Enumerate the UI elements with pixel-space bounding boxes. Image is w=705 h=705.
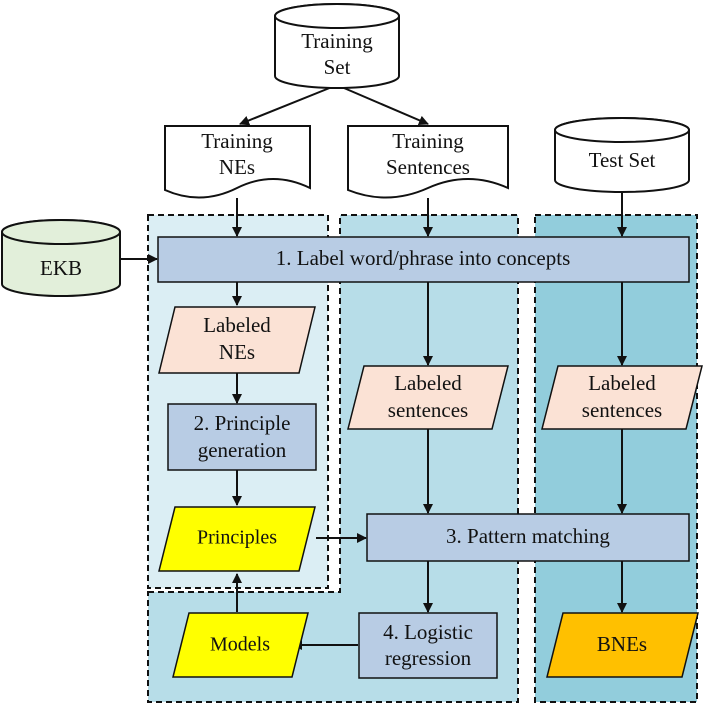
labeled-nes-shape [158, 306, 316, 374]
training-sentences-document-icon [347, 125, 509, 199]
node-labeled-sentences-test: Labeled sentences [541, 365, 703, 430]
node-labeled-nes: Labeled NEs [158, 306, 316, 374]
edges [120, 84, 627, 650]
training-set-label-line2: Set [324, 55, 351, 79]
node-ekb: EKB [1, 219, 121, 297]
labeled-sentences-test-shape [541, 365, 703, 430]
node-training-set: Training Set [274, 3, 400, 89]
node-training-nes: Training NEs [164, 125, 311, 199]
principles-label: Principles [197, 527, 277, 549]
node-logistic-regression: 4. Logistic regression [358, 612, 498, 679]
node-training-sentences: Training Sentences [347, 125, 509, 199]
training-set-label-line1: Training [301, 29, 373, 53]
ekb-database-top [1, 219, 121, 245]
logistic-regression-box [358, 612, 498, 679]
labeled-sentences-test-label-line2: sentences [582, 398, 662, 422]
label-concepts-label: 1. Label word/phrase into concepts [276, 246, 571, 270]
training-nes-label-line2: NEs [219, 155, 255, 179]
principle-generation-label-line1: 2. Principle [194, 411, 291, 435]
node-test-set: Test Set [554, 117, 690, 193]
test-set-label: Test Set [589, 148, 656, 172]
models-label: Models [210, 634, 270, 656]
bnes-label: BNEs [597, 632, 647, 656]
principles-shape [158, 506, 316, 572]
principle-generation-label-line2: generation [198, 438, 287, 462]
region-middle [147, 214, 519, 703]
labeled-nes-label-line2: NEs [219, 340, 255, 364]
node-labeled-sentences-train: Labeled sentences [347, 365, 509, 430]
logistic-regression-label-line1: 4. Logistic [383, 620, 473, 644]
ekb-label: EKB [40, 256, 82, 280]
test-set-database-top [554, 117, 690, 143]
pattern-matching-label: 3. Pattern matching [446, 524, 610, 548]
node-bnes: BNEs [546, 612, 699, 678]
node-principles: Principles [158, 506, 316, 572]
node-models: Models [172, 612, 309, 678]
training-sentences-label-line2: Sentences [386, 155, 470, 179]
edge-trainingset-nes [239, 84, 338, 126]
principle-generation-box [167, 403, 317, 471]
labeled-sentences-train-label-line2: sentences [388, 398, 468, 422]
edge-trainingset-sentences [336, 84, 429, 126]
nodes: Training Set Training NEs Training Sente… [1, 3, 703, 679]
bnes-shape [546, 612, 699, 678]
training-nes-label-line1: Training [201, 129, 273, 153]
labeled-nes-label-line1: Labeled [203, 313, 271, 337]
labeled-sentences-train-shape [347, 365, 509, 430]
pattern-matching-box [366, 513, 690, 562]
models-shape [172, 612, 309, 678]
labeled-sentences-train-label-line1: Labeled [394, 371, 462, 395]
node-principle-generation: 2. Principle generation [167, 403, 317, 471]
label-concepts-box [157, 236, 690, 283]
node-pattern-matching: 3. Pattern matching [366, 513, 690, 562]
labeled-sentences-test-label-line1: Labeled [588, 371, 656, 395]
training-nes-document-icon [164, 125, 311, 199]
node-label-concepts: 1. Label word/phrase into concepts [157, 236, 690, 283]
training-sentences-label-line1: Training [392, 129, 464, 153]
logistic-regression-label-line2: regression [385, 646, 472, 670]
training-set-database-top [274, 3, 400, 29]
